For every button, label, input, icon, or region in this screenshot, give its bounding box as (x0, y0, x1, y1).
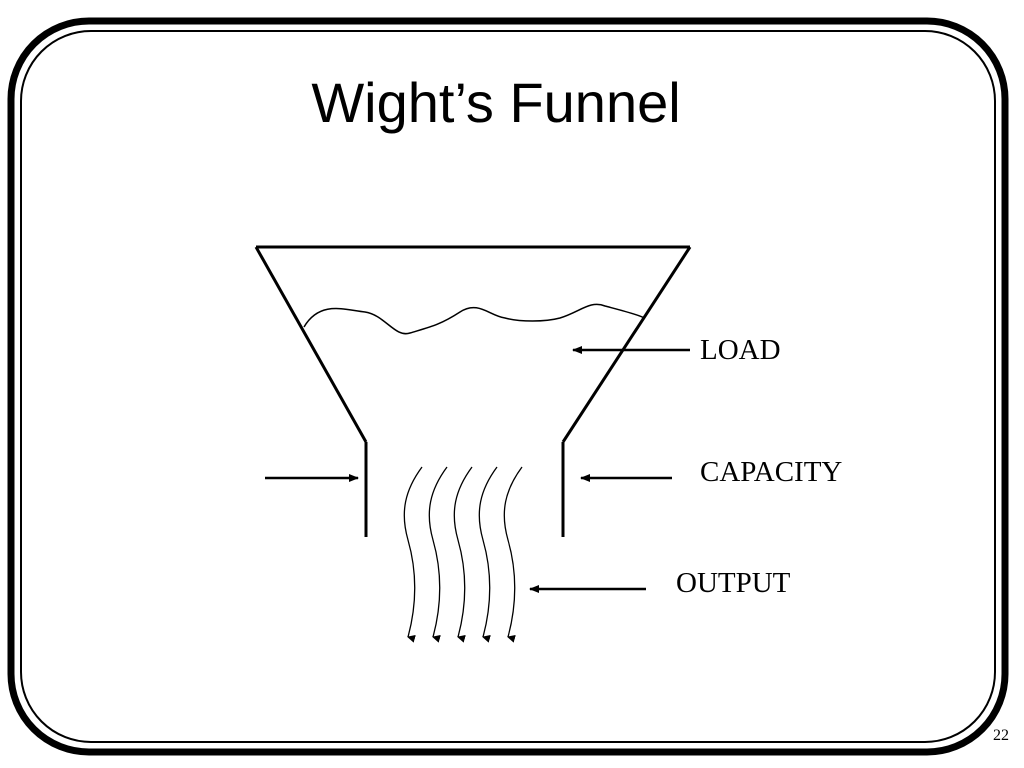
output-stream (453, 466, 473, 643)
output-stream (478, 466, 498, 643)
capacity-label: CAPACITY (700, 456, 842, 488)
slide-title: Wight’s Funnel (311, 71, 680, 134)
output-label: OUTPUT (676, 567, 791, 599)
output-streams (403, 466, 523, 643)
funnel-left-wall (254, 246, 368, 443)
output-stream (428, 466, 448, 643)
page-number: 22 (993, 727, 1009, 744)
output-stream (403, 466, 423, 643)
funnel-right-wall (561, 246, 692, 443)
load-label: LOAD (700, 334, 781, 366)
slide-border-inner (20, 30, 996, 743)
output-stream (503, 466, 523, 643)
funnel (254, 245, 692, 537)
slide-border-outer (7, 17, 1009, 756)
load-surface-wave (303, 303, 645, 335)
